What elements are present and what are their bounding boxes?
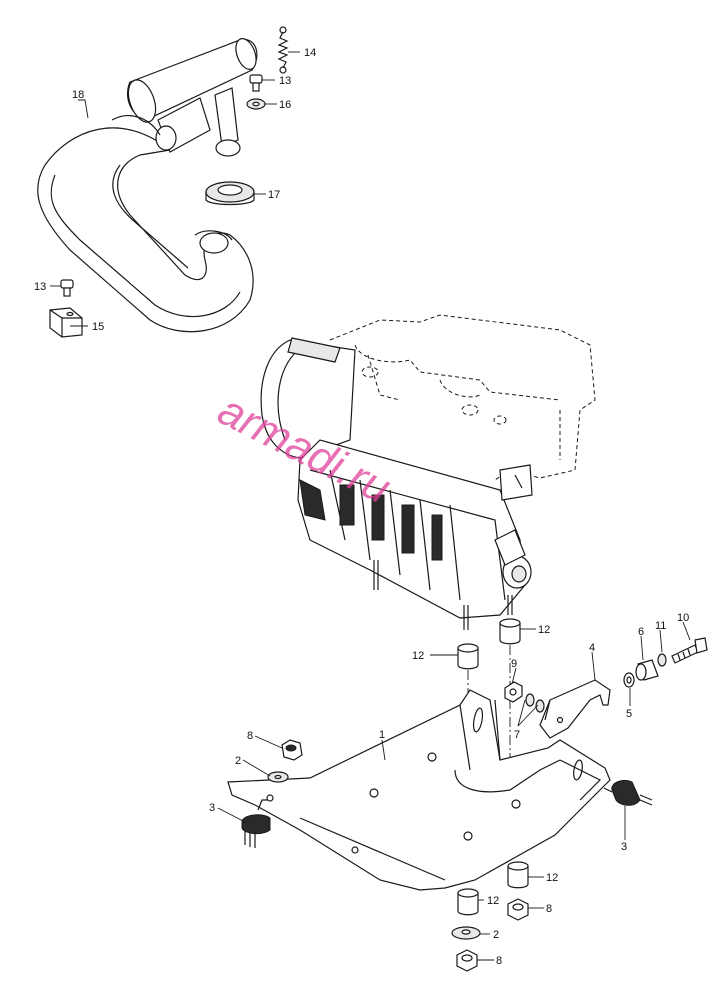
callout-3: 3 (209, 802, 215, 814)
rubber-mount (457, 888, 479, 916)
washer (267, 771, 289, 783)
callout-18: 18 (72, 89, 84, 101)
callout-9: 9 (511, 658, 517, 670)
leader-lines (50, 51, 691, 961)
callout-6: 6 (638, 626, 644, 638)
bolt (671, 637, 708, 664)
callout-8: 8 (496, 955, 502, 967)
callout-12: 12 (487, 895, 499, 907)
callout-labels: 14 13 16 18 17 13 15 12 12 10 11 6 4 9 5… (34, 47, 689, 967)
callout-12: 12 (412, 650, 424, 662)
exhaust-bracket (49, 307, 83, 338)
callout-8: 8 (247, 730, 253, 742)
lock-washer (657, 653, 667, 667)
callout-1: 1 (379, 729, 385, 741)
callout-17: 17 (268, 189, 280, 201)
callout-16: 16 (279, 99, 291, 111)
lock-nut (281, 739, 303, 761)
engine-mounting-plate (227, 689, 611, 891)
callout-3: 3 (621, 841, 627, 853)
callout-2: 2 (493, 929, 499, 941)
exhaust-grommet (205, 181, 255, 206)
lock-nut (456, 949, 478, 972)
rubber-mount (457, 643, 479, 670)
callout-13: 13 (34, 281, 46, 293)
callout-11: 11 (655, 620, 666, 632)
washer (451, 926, 481, 940)
lock-nut (504, 681, 523, 703)
callout-12: 12 (546, 872, 558, 884)
callout-5: 5 (626, 708, 632, 720)
bushing (635, 659, 659, 681)
rubber-mount (507, 861, 529, 889)
rubber-mount (499, 618, 521, 645)
exhaust-pipe (37, 127, 254, 333)
callout-4: 4 (589, 642, 595, 654)
bolt (249, 74, 263, 92)
muffler (111, 38, 258, 157)
callout-14: 14 (304, 47, 316, 59)
callout-12: 12 (538, 624, 550, 636)
spacer (623, 672, 635, 688)
callout-13: 13 (279, 75, 291, 87)
callout-10: 10 (677, 612, 689, 624)
callout-15: 15 (92, 321, 104, 333)
spring (277, 26, 289, 74)
callout-2: 2 (235, 755, 241, 767)
vibration-mount (603, 779, 653, 806)
callout-7: 7 (514, 729, 520, 741)
callout-8: 8 (546, 903, 552, 915)
bolt (60, 279, 74, 297)
lock-nut (507, 898, 529, 921)
washer (246, 98, 266, 110)
engine (260, 314, 596, 630)
vibration-mount (241, 799, 271, 848)
support-bracket (539, 679, 611, 739)
washer (525, 693, 545, 713)
